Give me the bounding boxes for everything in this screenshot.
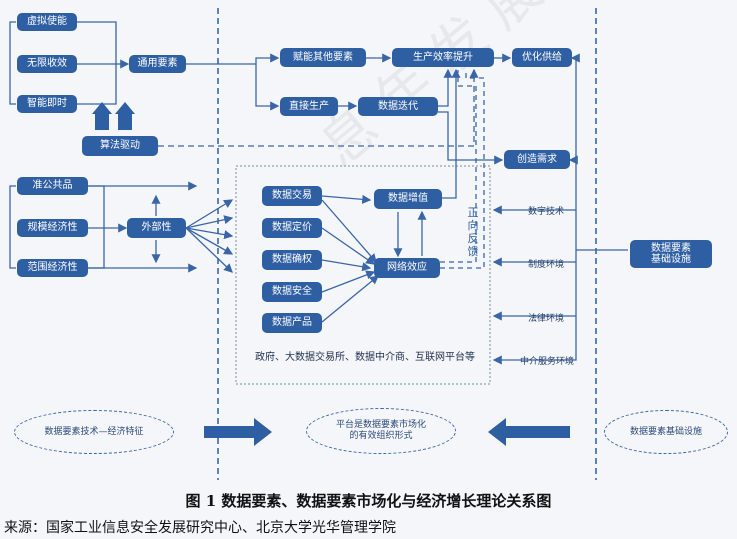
platform-label: 政府、大数据交易所、数据中介商、互联网平台等 — [255, 352, 475, 363]
box-empower: 赋能其他要素 — [280, 48, 366, 67]
feedback-loop-outer — [440, 70, 485, 269]
figure-caption: 图 1 数据要素、数据要素市场化与经济增长理论关系图 — [185, 492, 552, 510]
edge-public-externality — [88, 185, 105, 228]
box-direct: 直接生产 — [280, 97, 338, 116]
edge-scope-externality — [88, 228, 105, 269]
box-optimize: 优化供给 — [512, 48, 572, 67]
box-infra: 数据要素 基础设施 — [630, 240, 712, 268]
edge-ext-a — [185, 199, 234, 229]
edge-pricing-network — [321, 227, 376, 265]
edge-ext-e — [185, 227, 233, 273]
feedback-loop-inner — [440, 70, 477, 263]
label-intermediary: 中介服务环境 — [520, 357, 575, 367]
up-arrow-2-stem — [118, 114, 132, 130]
label-legal: 法律环境 — [528, 314, 565, 324]
box-network: 网络效应 — [374, 258, 440, 278]
box-efficiency: 生产效率提升 — [392, 48, 494, 67]
up-arrow-1-stem — [95, 114, 109, 130]
edge-ext-b — [185, 215, 234, 229]
ellipse-right: 数据要素基础设施 — [604, 410, 728, 454]
up-arrow-2-head — [115, 102, 135, 114]
big-arrow-left — [488, 418, 570, 446]
edge-iteration-demand — [438, 111, 504, 165]
up-arrow-1-head — [92, 102, 112, 114]
edge-ext-d — [185, 227, 234, 255]
label-tech: 数字技术 — [528, 207, 565, 217]
box-trade: 数据交易 — [262, 186, 322, 206]
box-value-add: 数据增值 — [374, 189, 442, 209]
label-institution: 制度环境 — [528, 260, 565, 270]
feedback-label: 正向反馈 — [467, 206, 479, 258]
edge-rights-network — [321, 259, 372, 272]
edge-valueadd-efficiency — [442, 68, 461, 199]
edge-product-network — [321, 275, 380, 323]
box-unlimited: 无限收效 — [17, 55, 77, 73]
edge-trade-network — [321, 199, 377, 263]
left-top-bracket — [9, 21, 16, 105]
figure-source: 来源：国家工业信息安全发展研究中心、北京大学光华管理学院 — [4, 520, 396, 536]
box-smart: 智能即时 — [17, 95, 77, 113]
ellipse-left: 数据要素技术—经济特征 — [14, 410, 174, 454]
box-externality: 外部性 — [127, 218, 186, 238]
box-scope: 范围经济性 — [17, 259, 88, 277]
ellipse-center: 平台是数据要素市场化 的有效组织形式 — [306, 408, 456, 454]
box-rights: 数据确权 — [262, 250, 322, 270]
edge-general-direct — [255, 64, 280, 111]
box-algorithm: 算法驱动 — [82, 136, 158, 156]
edge-virtual-general — [77, 21, 117, 64]
box-demand: 创造需求 — [504, 150, 570, 169]
edge-trade-valueadd — [321, 194, 372, 204]
left-bottom-bracket — [9, 185, 16, 269]
box-security: 数据安全 — [262, 282, 322, 302]
box-public-goods: 准公共品 — [17, 177, 88, 195]
box-pricing: 数据定价 — [262, 218, 322, 238]
edge-infra-optimize — [570, 53, 628, 251]
edge-ext-c — [185, 227, 234, 240]
box-virtual: 虚拟使能 — [17, 13, 77, 31]
edge-general-empower — [186, 53, 280, 65]
edge-security-network — [321, 270, 376, 293]
edge-iteration-efficiency — [438, 68, 453, 107]
box-product: 数据产品 — [262, 313, 322, 333]
edge-smart-general — [77, 64, 117, 105]
box-scale: 规模经济性 — [17, 219, 88, 237]
edge-algorithm-dashed — [158, 68, 479, 147]
edge-infra-intermediary — [492, 250, 577, 365]
big-arrow-right — [204, 418, 272, 446]
box-iteration: 数据迭代 — [358, 97, 438, 116]
box-general: 通用要素 — [129, 55, 186, 73]
